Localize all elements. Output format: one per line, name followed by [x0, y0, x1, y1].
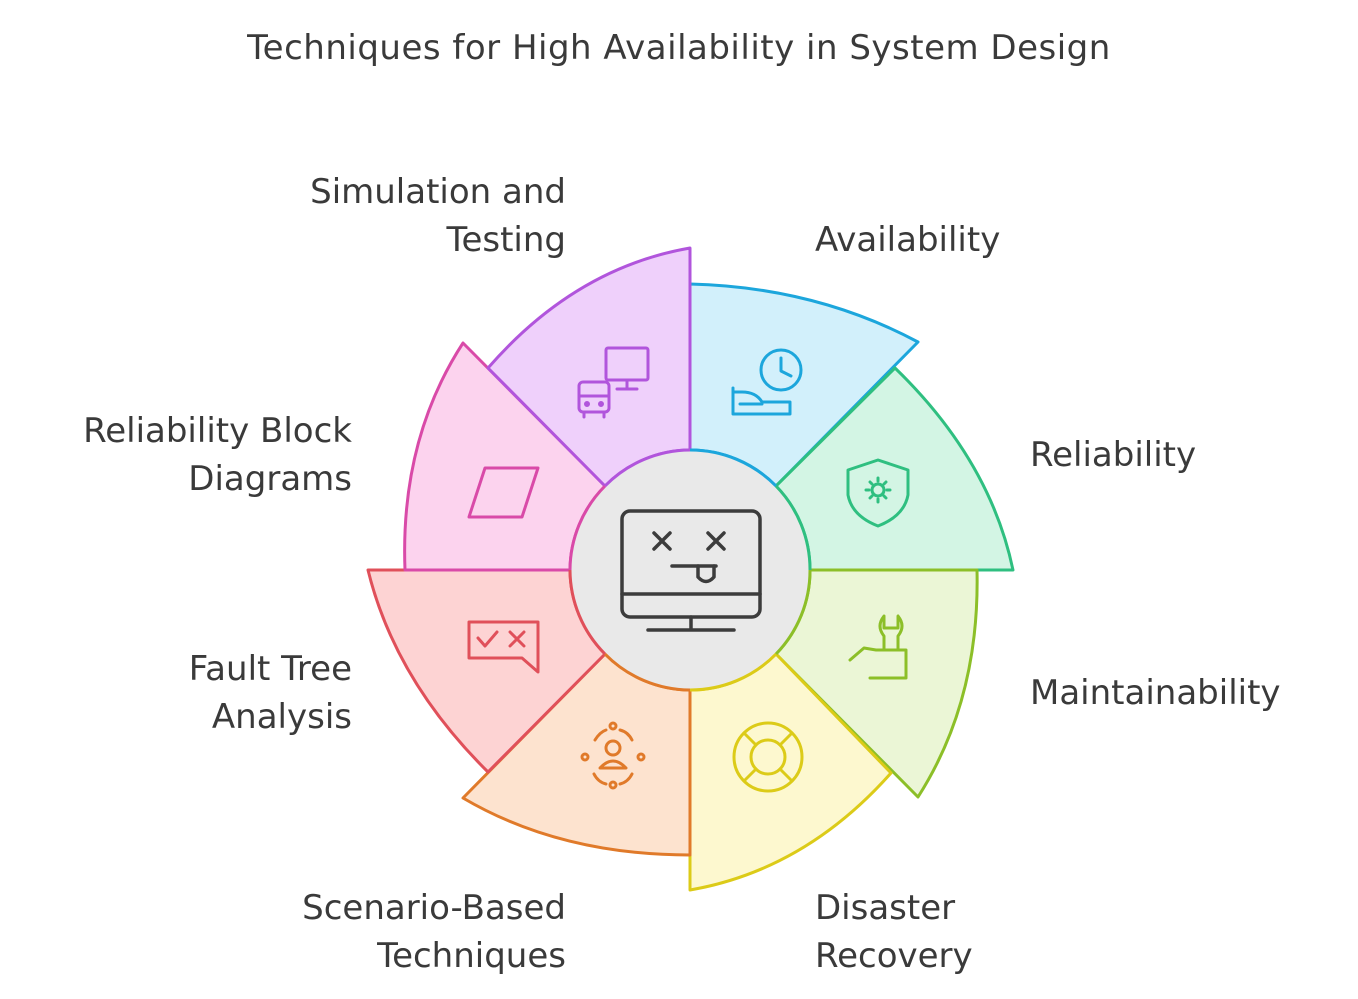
people-cycle-icon [580, 721, 646, 790]
bus-monitor-icon [577, 346, 650, 419]
dead-computer-icon [620, 509, 762, 632]
parallelogram-icon [467, 466, 540, 519]
label-disaster-recovery: Disaster Recovery [815, 888, 973, 976]
label-availability: Availability [815, 220, 1001, 260]
hand-clock-icon [731, 348, 803, 416]
check-x-message-icon [467, 620, 540, 674]
wrench-hand-icon [848, 614, 908, 680]
label-maintainability: Maintainability [1030, 673, 1281, 713]
label-scenario-based: Scenario-Based Techniques [302, 888, 566, 976]
shield-gear-icon [846, 458, 910, 528]
diagram-title: Techniques for High Availability in Syst… [247, 28, 1111, 68]
label-fault-tree: Fault Tree Analysis [188, 649, 352, 737]
label-simulation: Simulation and Testing [310, 172, 566, 260]
center-hub [571, 451, 809, 689]
label-reliability: Reliability [1030, 435, 1197, 475]
lifebuoy-icon [732, 721, 804, 793]
label-rbd: Reliability Block Diagrams [83, 411, 352, 499]
